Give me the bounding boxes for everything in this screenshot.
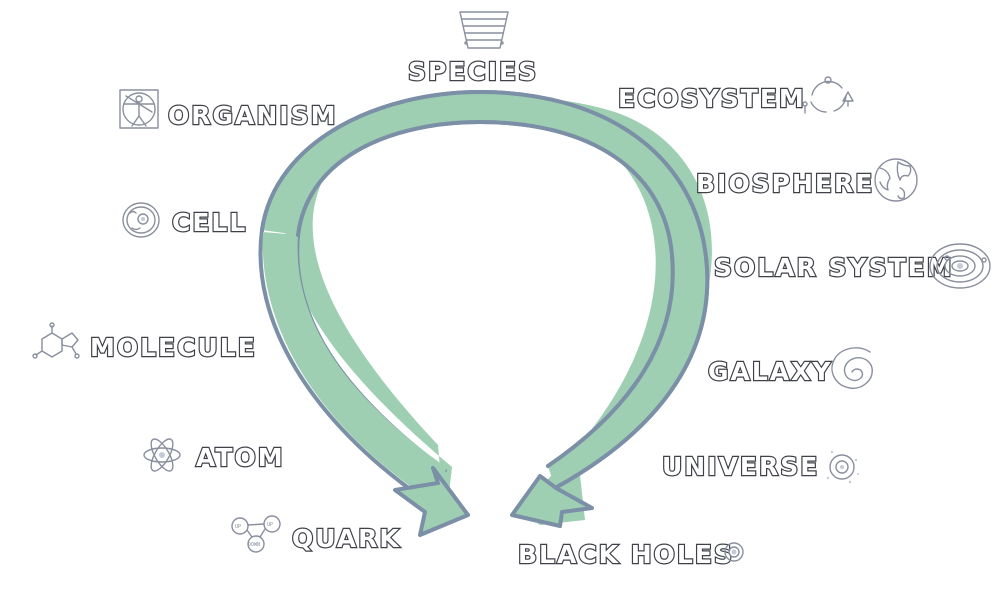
label-ecosystem: ECOSYSTEM	[618, 84, 806, 113]
universe-icon	[826, 450, 859, 484]
solar-system-icon	[929, 243, 991, 289]
label-organism: ORGANISM	[168, 101, 337, 130]
label-species: SPECIES	[408, 57, 538, 86]
label-solar-system: SOLAR SYSTEM	[714, 253, 954, 282]
globe-icon	[874, 158, 918, 202]
label-universe: UNIVERSE	[662, 452, 819, 481]
label-atom: ATOM	[196, 443, 285, 472]
taxonomy-pyramid-icon	[459, 11, 509, 49]
quark-down-text: DOWN	[248, 542, 260, 548]
label-biosphere: BIOSPHERE	[696, 169, 874, 198]
quark-icon: UP UP DOWN	[231, 515, 281, 553]
label-black-holes: BLACK HOLES	[518, 540, 734, 569]
vitruvian-man-icon	[119, 89, 159, 129]
quark-up-right-text: UP	[267, 522, 273, 528]
cycle-arrow	[258, 90, 712, 537]
ecosystem-cycle-icon	[802, 76, 854, 114]
spiral-galaxy-icon	[831, 347, 873, 389]
label-quark: QUARK	[292, 524, 401, 553]
molecule-icon	[32, 322, 80, 359]
label-cell: CELL	[172, 208, 247, 237]
label-galaxy: GALAXY	[708, 357, 833, 386]
cell-icon	[122, 202, 160, 238]
left-arrowhead	[395, 468, 468, 535]
quark-up-left-text: UP	[235, 524, 241, 530]
atom-icon	[143, 438, 181, 472]
black-hole-icon	[724, 542, 744, 562]
label-molecule: MOLECULE	[90, 333, 257, 362]
